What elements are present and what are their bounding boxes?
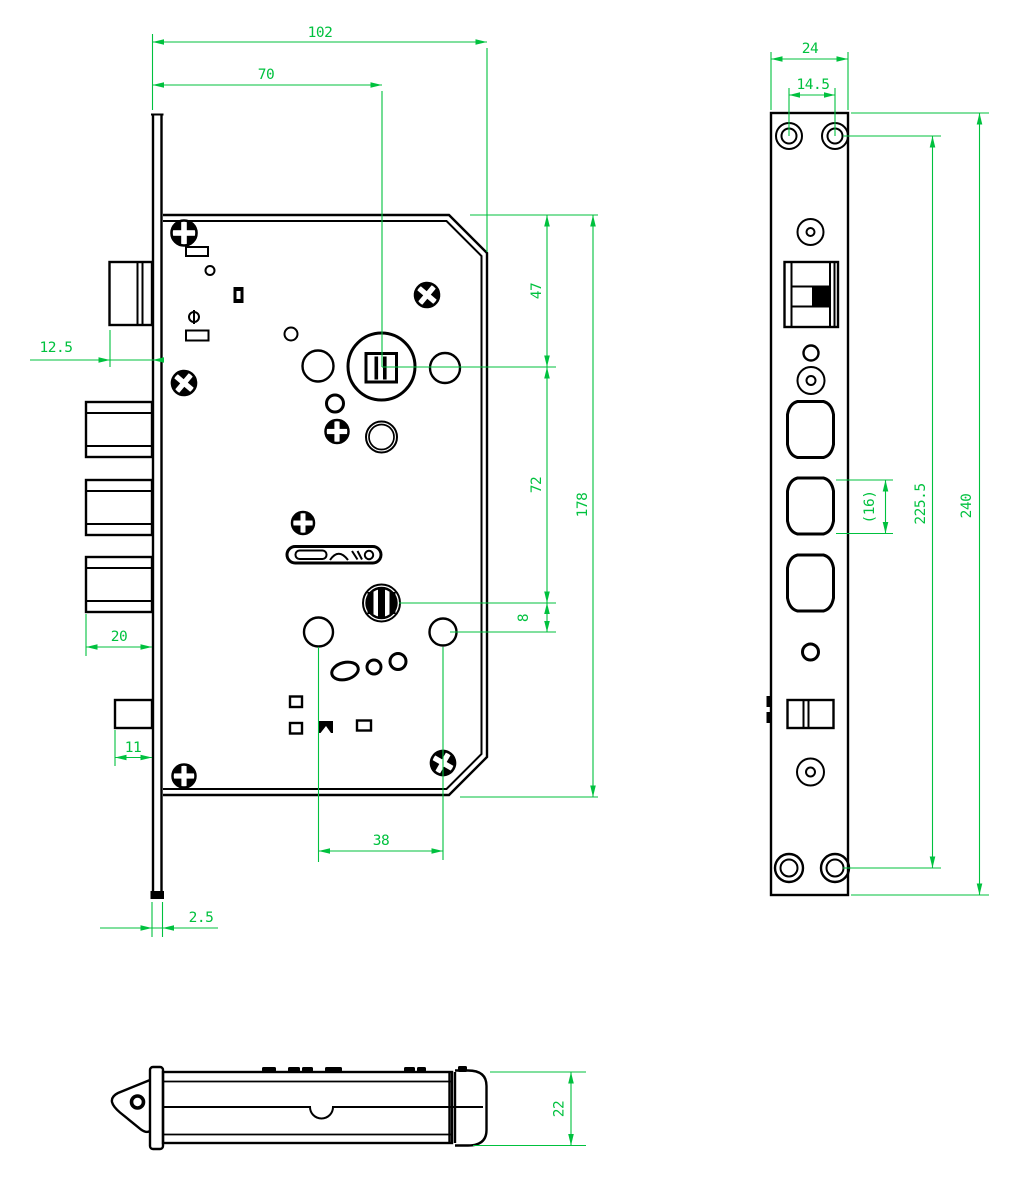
dim-label-faceplate-width: 24 (802, 41, 819, 57)
dim-label-screw-hole-spacing: 14.5 (797, 77, 830, 93)
dim-body-thickness: 22 (473, 1071, 586, 1147)
dim-latch-protrusion: 12.5 (30, 330, 164, 367)
dim-label-body-width: 102 (308, 25, 333, 41)
latch-bolt-bottom (110, 1078, 151, 1134)
dim-faceplate-width: 24 (770, 41, 849, 110)
dim-label-top-to-cylinder: 47 (529, 283, 545, 299)
pin-hole-2 (283, 326, 299, 342)
handle-hole-left (302, 616, 335, 648)
keyhole-pin (188, 310, 200, 324)
dim-label-deadbolt-throw: 20 (111, 629, 127, 645)
dim-screw-center-distance: 225.5 (843, 135, 941, 869)
dim-label-screw-center-distance: 225.5 (913, 483, 929, 524)
screw-center (324, 418, 350, 445)
dim-cylinder-to-hub: 72 (399, 367, 556, 604)
dim-hub-to-handle-holes: 8 (450, 603, 556, 633)
screw-upper-right (413, 281, 441, 309)
bolt-cutout-3 (786, 553, 835, 613)
pivot-hole-upper (796, 218, 825, 246)
aux-bolt-opening (786, 698, 835, 730)
dim-label-body-thickness: 22 (552, 1101, 568, 1117)
small-hole-lower (801, 642, 820, 662)
screw-mid-lower (290, 510, 316, 536)
slot-rect-1 (185, 246, 209, 257)
midline-with-notch (163, 1106, 483, 1120)
hole-left-of-hub (301, 349, 335, 383)
stud-rect (233, 287, 244, 303)
deadbolt-1 (84, 400, 154, 459)
latch-opening (783, 260, 840, 329)
dim-faceplate-thickness: 2.5 (100, 902, 218, 937)
pin-hole-3 (325, 393, 345, 414)
dim-label-faceplate-thickness: 2.5 (189, 910, 214, 926)
bottom-view (110, 1065, 488, 1151)
body-end-cap (448, 1069, 488, 1147)
dim-body-height: 178 (460, 215, 598, 798)
faceplate-view (766, 111, 851, 897)
dim-label-hub-to-handle-holes: 8 (516, 614, 532, 622)
deadbolt-3 (84, 555, 154, 614)
dim-label-body-height: 178 (575, 493, 591, 518)
dim-body-width: 102 (151, 25, 488, 252)
cam-blob (330, 660, 360, 682)
small-hole-upper (802, 344, 820, 362)
latch-bevel-shade (812, 287, 830, 306)
edge-tab-1 (766, 696, 772, 707)
aux-bolt (113, 698, 154, 730)
notched-block (318, 721, 333, 733)
main-view (84, 113, 489, 899)
dim-backset: 70 (152, 67, 556, 368)
screw-bottom-left (171, 763, 197, 789)
hole-right-of-hub (428, 351, 462, 385)
latch-bolt (108, 260, 154, 327)
dim-label-backset: 70 (258, 67, 274, 83)
double-ring-hole (365, 420, 398, 454)
square-hole-3 (355, 719, 373, 732)
dim-aux-bolt: 11 (114, 730, 152, 766)
pin-hole-5 (388, 652, 408, 671)
dim-handle-hole-spacing: 38 (317, 647, 444, 862)
square-hole-2 (288, 721, 304, 735)
lever-slot (285, 545, 383, 565)
body-bottom-outline (161, 1070, 483, 1145)
lock-body-outline (163, 213, 489, 797)
dim-label-faceplate-length: 240 (959, 494, 975, 519)
top-edge-bumps (262, 1066, 467, 1072)
dim-bolt-cutout-height: (16) (836, 479, 893, 535)
dim-deadbolt-throw: 20 (85, 614, 152, 656)
edge-tab-2 (766, 712, 772, 723)
faceplate-bar (148, 1065, 165, 1151)
dimensions: 102 70 47 72 (30, 25, 989, 1147)
dim-screw-hole-spacing: 14.5 (788, 77, 836, 136)
deadbolt-2 (84, 478, 154, 537)
dim-label-bolt-cutout-height: (16) (862, 491, 878, 524)
square-hole-1 (288, 695, 304, 709)
pivot-hole-lower (796, 757, 825, 787)
bolt-cutout-1 (786, 400, 835, 459)
faceplate-bottom-cap (150, 891, 164, 899)
pivot-hole-mid (796, 366, 826, 395)
screw-top-left (170, 219, 198, 247)
dim-top-to-cylinder: 47 (470, 214, 598, 367)
dim-label-handle-hole-spacing: 38 (373, 833, 389, 849)
screw-hole-bottom-left (773, 852, 805, 884)
pin-hole-1 (204, 265, 216, 276)
pin-hole-4 (365, 658, 383, 676)
dim-label-aux-bolt: 11 (125, 740, 141, 756)
dim-label-latch-protrusion: 12.5 (40, 340, 73, 356)
slot-rect-2 (185, 329, 210, 342)
screw-mid-left (170, 369, 198, 397)
dim-label-cylinder-to-hub: 72 (529, 477, 545, 493)
bolt-cutout-2 (786, 476, 835, 536)
spindle-hub (362, 583, 401, 623)
faceplate-outline (769, 111, 850, 897)
dim-faceplate-length: 240 (851, 112, 989, 896)
